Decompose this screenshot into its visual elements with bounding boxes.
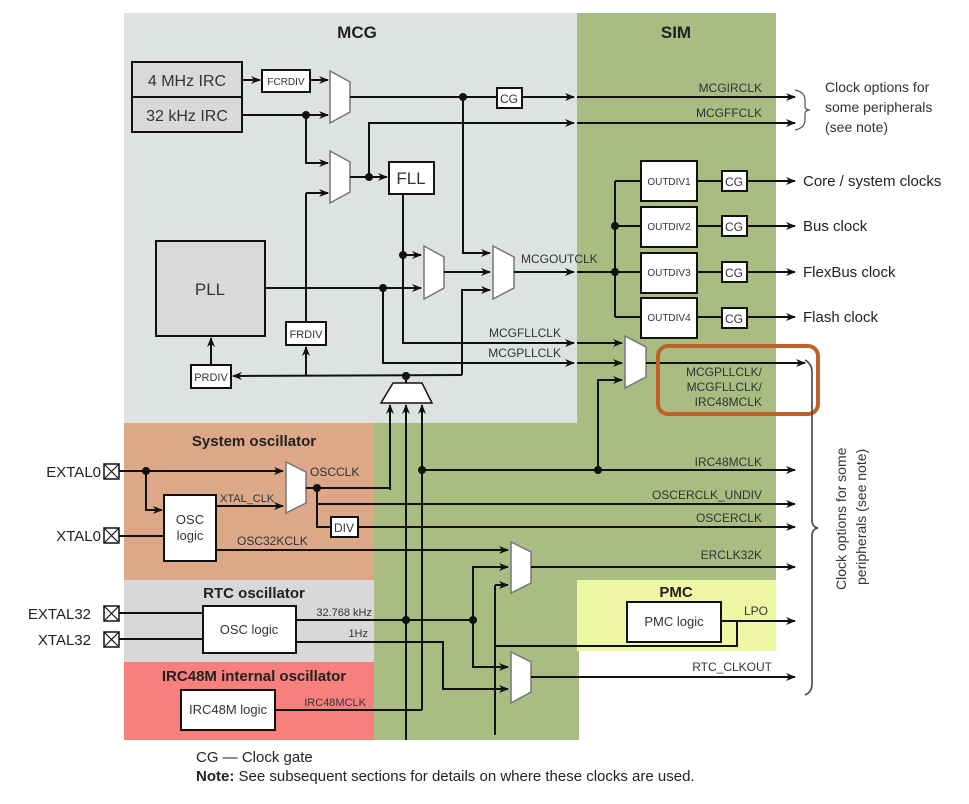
signal-mcgoutclk: MCGOUTCLK: [521, 252, 598, 266]
fll-ref-mux: [329, 149, 351, 205]
region-title-irc48m-oscillator: IRC48M internal oscillator: [162, 668, 346, 685]
mcgout-mux: [492, 244, 515, 301]
cg-mcgirclk-label: CG: [500, 92, 518, 106]
region-sim-lower: [374, 423, 776, 580]
region-title-rtc-oscillator: RTC oscillator: [203, 585, 305, 602]
osc-logic-label-line1: OSC: [176, 512, 204, 527]
mcg-external-ref-mux: [379, 382, 434, 404]
irc48m-logic-label: IRC48M logic: [189, 702, 268, 717]
irc-32khz-label: 32 kHz IRC: [146, 108, 228, 125]
pin-xtal0-label: XTAL0: [56, 528, 101, 545]
region-title-sim: SIM: [661, 23, 691, 42]
footer: CG — Clock gate Note: See subsequent sec…: [196, 748, 695, 786]
footer-note: Note: See subsequent sections for detail…: [196, 767, 695, 786]
osc-logic-block: [163, 494, 217, 562]
signal-mcgirclk: MCGIRCLK: [699, 81, 762, 95]
irc-4mhz-label: 4 MHz IRC: [148, 73, 226, 90]
pll-label: PLL: [195, 280, 225, 299]
signal-irc48mclk: IRC48MCLK: [695, 455, 762, 469]
annotation-side-line1: Clock options for some: [833, 447, 849, 590]
signal-rtc-1hz: 1Hz: [348, 628, 368, 640]
outdiv4-label: OUTDIV4: [647, 313, 691, 324]
signal-oscerclk: OSCERCLK: [696, 511, 762, 525]
signal-muxed-line1: MCGPLLCLK/: [686, 365, 763, 379]
output-bus-clock: Bus clock: [803, 218, 868, 235]
signal-rtc-32k: 32.768 kHz: [316, 607, 372, 619]
annotation-top-line2: some peripherals: [825, 99, 932, 115]
outdiv1-block: [640, 160, 698, 202]
output-core-system-clocks: Core / system clocks: [803, 173, 941, 190]
fcrdiv-label: FCRDIV: [267, 77, 305, 88]
frdiv-label: FRDIV: [290, 329, 324, 341]
div-label: DIV: [334, 521, 354, 535]
peripheral-clock-mux: [624, 334, 647, 390]
osc-mux: [285, 460, 307, 515]
signal-mcgpllclk: MCGPLLCLK: [488, 346, 561, 360]
side-brace: [804, 359, 819, 696]
rtc-osc-logic-label: OSC logic: [220, 622, 279, 637]
cg-core-label: CG: [725, 175, 743, 189]
cg-mcgirclk: [496, 87, 523, 109]
prdiv-label: PRDIV: [194, 372, 228, 384]
fll-label: FLL: [396, 169, 425, 188]
outdiv1-label: OUTDIV1: [647, 177, 691, 188]
footer-note-label: Note:: [196, 768, 235, 785]
annotation-top-line3: (see note): [825, 119, 888, 135]
pmc-logic-label: PMC logic: [644, 614, 704, 629]
output-flexbus-clock: FlexBus clock: [803, 264, 896, 281]
outdiv4-block: [640, 297, 698, 339]
irc48m-logic-block: [180, 689, 276, 731]
signal-osc32kclk: OSC32KCLK: [237, 534, 308, 548]
outdiv2-label: OUTDIV2: [647, 222, 691, 233]
signal-mcgfllclk: MCGFLLCLK: [489, 326, 561, 340]
cg-flash-label: CG: [725, 312, 743, 326]
signal-erclk32k: ERCLK32K: [701, 548, 762, 562]
signal-muxed-line2: MCGFLLCLK/: [687, 380, 763, 394]
signal-irc48m-out: IRC48MCLK: [304, 697, 366, 709]
footer-note-text: See subsequent sections for details on w…: [234, 768, 695, 785]
signal-mcgffclk: MCGFFCLK: [696, 106, 762, 120]
osc-logic-label-line2: logic: [177, 528, 204, 543]
signal-oscerclk-undiv: OSCERCLK_UNDIV: [652, 488, 762, 502]
annotation-top-line1: Clock options for: [825, 79, 930, 95]
output-flash-clock: Flash clock: [803, 309, 879, 326]
region-sim-bottom: [374, 580, 579, 740]
signal-lpo: LPO: [744, 604, 768, 618]
outdiv3-block: [640, 252, 698, 294]
outdiv-chain: [615, 160, 796, 339]
outdiv2-block: [640, 206, 698, 248]
pll-fll-mux: [423, 244, 445, 301]
pin-extal0-label: EXTAL0: [46, 464, 101, 481]
region-title-pmc: PMC: [659, 584, 693, 601]
rtc-clkout-mux: [510, 650, 532, 705]
pll-block: [155, 240, 266, 337]
fll-block: [388, 161, 435, 195]
signal-oscclk: OSCCLK: [310, 465, 359, 479]
annotation-side-line2: peripherals (see note): [853, 449, 869, 585]
region-title-system-oscillator: System oscillator: [192, 433, 316, 450]
rtc-osc-logic-block: [202, 605, 297, 654]
signal-xtal-clk: XTAL_CLK: [220, 493, 275, 505]
outdiv3-label: OUTDIV3: [647, 268, 691, 279]
cg-flexbus-label: CG: [725, 266, 743, 280]
irc-mux: [329, 69, 351, 125]
highlight-box: [656, 344, 820, 416]
signal-muxed-line3: IRC48MCLK: [695, 395, 762, 409]
cg-bus-label: CG: [725, 220, 743, 234]
region-title-mcg: MCG: [337, 23, 377, 42]
signal-rtc-clkout: RTC_CLKOUT: [692, 660, 772, 674]
pin-extal32-label: EXTAL32: [28, 606, 91, 623]
erclk32k-mux: [510, 540, 532, 595]
pin-xtal32-label: XTAL32: [38, 632, 91, 649]
footer-legend: CG — Clock gate: [196, 749, 313, 766]
